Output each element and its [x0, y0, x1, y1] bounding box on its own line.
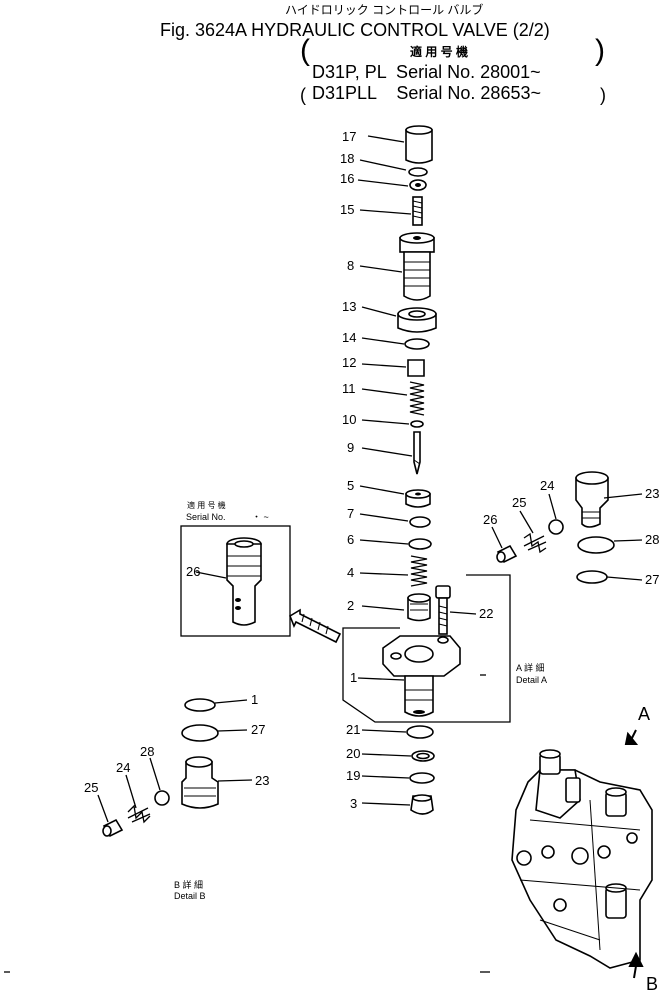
- callout-4: 4: [347, 565, 354, 580]
- view-marker-a: A: [638, 704, 650, 724]
- callout-9: 9: [347, 440, 354, 455]
- callout-22: 22: [479, 606, 493, 621]
- view-arrow-b: [628, 951, 644, 979]
- callout-23-b: 23: [255, 773, 269, 788]
- part-7-o-ring: [409, 516, 431, 528]
- part-20-washer: [411, 750, 435, 762]
- callout-20: 20: [346, 746, 360, 761]
- callout-17: 17: [342, 129, 356, 144]
- part-24-ball-b: [154, 790, 170, 806]
- callout-13: 13: [342, 299, 356, 314]
- part-25-spring-a: [523, 532, 547, 554]
- callout-25-b: 24: [116, 760, 130, 775]
- callout-14: 14: [342, 330, 356, 345]
- valve-assembly-view: [511, 749, 653, 969]
- callout-25-a: 25: [512, 495, 526, 510]
- callout-16: 16: [340, 171, 354, 186]
- callout-27-b: 1: [251, 692, 258, 707]
- callout-27-a: 27: [645, 572, 659, 587]
- part-1-flange-body: [382, 635, 461, 717]
- callout-23-a: 23: [645, 486, 659, 501]
- callout-18: 18: [340, 151, 354, 166]
- part-22-bolt: [435, 585, 451, 635]
- part-13-lock-nut: [397, 307, 437, 333]
- view-marker-b: B: [646, 974, 658, 994]
- detail-a-label-en: Detail A: [516, 675, 547, 685]
- part-16-nut: [409, 179, 427, 191]
- part-17-cap: [405, 125, 433, 164]
- part-12-retainer: [407, 359, 425, 377]
- part-9-pin: [413, 431, 421, 475]
- part-11-spring: [409, 381, 425, 416]
- callout-6: 6: [347, 532, 354, 547]
- callout-5: 5: [347, 478, 354, 493]
- part-23-relief-plug-b: [181, 756, 219, 809]
- inset-part-1: [226, 537, 262, 626]
- part-24-ball-a: [548, 519, 564, 535]
- detail-a-label-jp: A 詳 細: [516, 662, 545, 673]
- callout-1-inset: 26: [186, 564, 200, 579]
- part-14-o-ring: [404, 338, 430, 350]
- inset-frame: [180, 525, 291, 637]
- applicable-models-label: 適 用 号 機: [410, 44, 468, 59]
- serial-bracket-left-1: (: [300, 34, 310, 67]
- serial-bracket-right-1: ): [595, 34, 605, 67]
- kana-title: ハイドロリック コントロール バルブ: [285, 2, 483, 17]
- part-18-o-ring: [408, 167, 428, 177]
- callout-11: 11: [342, 381, 356, 396]
- part-6-o-ring: [408, 538, 432, 550]
- serial-bracket-right-2: ): [600, 85, 606, 105]
- callout-2: 2: [347, 598, 354, 613]
- inset-label-dash: ・ ~: [252, 512, 269, 522]
- figure-title: Fig. 3624A HYDRAULIC CONTROL VALVE (2/2): [160, 20, 550, 40]
- callout-19: 19: [346, 768, 360, 783]
- part-28-o-ring-a: [577, 536, 615, 554]
- serial-line-1: D31P, PL Serial No. 28001~: [312, 62, 541, 82]
- part-8-plunger-body: [399, 232, 435, 301]
- inset-pointer-arrow: [289, 608, 342, 644]
- part-10-washer: [410, 420, 424, 428]
- callout-28-a: 28: [645, 532, 659, 547]
- callout-15: 15: [340, 202, 354, 217]
- part-5-seat: [405, 489, 431, 508]
- part-23-relief-plug-a: [575, 471, 609, 528]
- part-15-screw: [412, 196, 423, 226]
- serial-line-2: D31PLL Serial No. 28653~: [312, 83, 541, 103]
- callout-10: 10: [342, 412, 356, 427]
- callout-21: 21: [346, 722, 360, 737]
- part-3-plug: [410, 794, 434, 815]
- callout-28-b: 27: [251, 722, 265, 737]
- callout-12: 12: [342, 355, 356, 370]
- part-27-o-ring-a: [576, 570, 608, 584]
- callout-24-b: 28: [140, 744, 154, 759]
- callout-7: 7: [347, 506, 354, 521]
- callout-3: 3: [350, 796, 357, 811]
- callout-24-a: 24: [540, 478, 554, 493]
- callout-8: 8: [347, 258, 354, 273]
- part-25-spring-b: [127, 804, 151, 824]
- part-2-sleeve: [407, 593, 431, 622]
- detail-a-frame: [342, 574, 511, 723]
- callout-26-a: 26: [483, 512, 497, 527]
- part-26-plug-b: [102, 818, 124, 838]
- inset-label-en: Serial No.: [186, 512, 226, 522]
- detail-b-label-jp: B 詳 細: [174, 879, 203, 890]
- part-27-o-ring-b: [184, 698, 216, 712]
- part-28-o-ring-b: [181, 724, 219, 742]
- part-4-spring: [410, 555, 428, 587]
- serial-bracket-left-2: (: [300, 85, 306, 105]
- view-arrow-a: [624, 729, 639, 745]
- detail-b-label-en: Detail B: [174, 891, 206, 901]
- inset-label-jp: 適 用 号 機: [187, 500, 226, 510]
- callout-1-detail-a: 1: [350, 670, 357, 685]
- part-21-o-ring: [406, 725, 434, 739]
- part-19-o-ring: [409, 772, 435, 784]
- part-26-plug-a: [496, 544, 518, 564]
- callout-26-b: 25: [84, 780, 98, 795]
